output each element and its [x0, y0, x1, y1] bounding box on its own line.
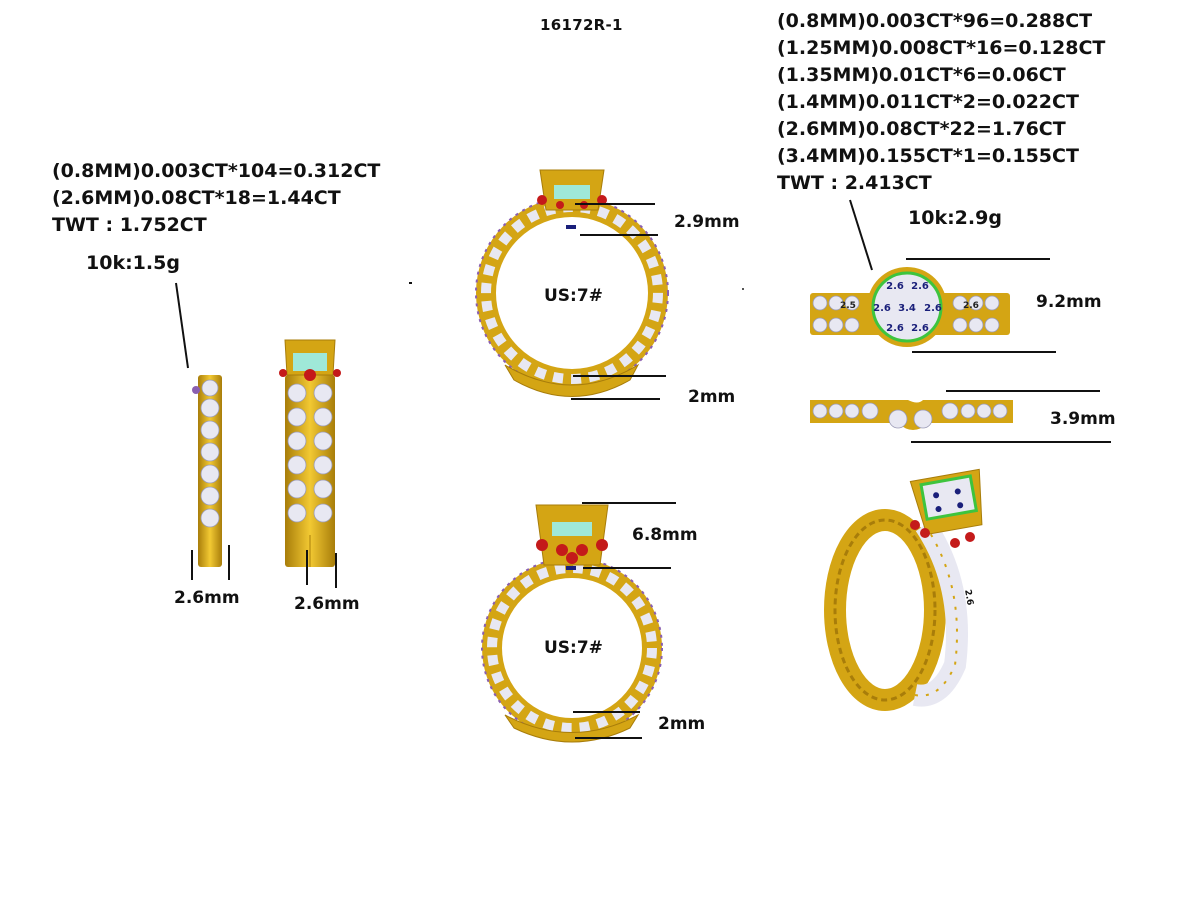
ring-front-view-top — [475, 169, 669, 397]
svg-text:2.6: 2.6 — [873, 303, 891, 314]
engagement-width-label: 9.2mm — [1036, 292, 1102, 312]
left-band-width-label: 2.6mm — [174, 588, 240, 608]
drawing-title: 16172R-1 — [540, 16, 623, 34]
right-band-side-view — [279, 339, 341, 567]
dim-line — [571, 398, 660, 400]
head-height-label-top: 2.9mm — [674, 212, 740, 232]
dim-line — [575, 737, 642, 739]
dim-line — [911, 441, 1111, 443]
stone-label: 3.4 — [898, 303, 916, 314]
right-spec-line: (1.25MM)0.008CT*16=0.128CT — [777, 37, 1106, 59]
ring-size-label-top: US:7# — [544, 286, 603, 306]
right-spec-block: (0.8MM)0.003CT*96=0.288CT (1.25MM)0.008C… — [777, 8, 1105, 197]
left-total-weight: TWT : 1.752CT — [52, 214, 207, 236]
ring-front-view-bottom — [481, 504, 663, 743]
dim-line — [912, 351, 1056, 353]
engagement-ring-top-view: 3.4 2.6 2.6 2.6 2.6 2.6 2.6 2.5 2.6 — [810, 267, 1010, 347]
dim-tick — [228, 545, 230, 580]
wedding-band-width-label: 3.9mm — [1050, 409, 1116, 429]
svg-text:2.6: 2.6 — [924, 303, 942, 314]
wedding-band-top-view — [810, 400, 1013, 430]
right-spec-line: (3.4MM)0.155CT*1=0.155CT — [777, 145, 1079, 167]
stray-mark — [742, 288, 744, 290]
right-band-width-label: 2.6mm — [294, 594, 360, 614]
right-spec-line: (0.8MM)0.003CT*96=0.288CT — [777, 10, 1093, 32]
dim-line — [583, 567, 671, 569]
dim-line — [946, 390, 1100, 392]
dim-line — [582, 502, 676, 504]
right-metal-weight: 10k:2.9g — [908, 207, 1002, 229]
right-spec-line: (2.6MM)0.08CT*22=1.76CT — [777, 118, 1066, 140]
dim-tick — [335, 553, 337, 588]
left-spec-line: (2.6MM)0.08CT*18=1.44CT — [52, 187, 341, 209]
svg-text:2.6: 2.6 — [911, 323, 929, 334]
left-band-side-view — [192, 375, 222, 567]
dim-line — [580, 234, 658, 236]
ring-size-label-bottom: US:7# — [544, 638, 603, 658]
dim-line — [906, 258, 1050, 260]
ring-set-perspective-view: 2.6 — [824, 468, 983, 711]
dim-line — [575, 203, 655, 205]
dim-line — [573, 711, 640, 713]
svg-text:2.6: 2.6 — [962, 589, 975, 606]
shank-width-label-bottom: 2mm — [658, 714, 706, 734]
right-spec-line: (1.4MM)0.011CT*2=0.022CT — [777, 91, 1079, 113]
right-total-weight: TWT : 2.413CT — [777, 172, 932, 194]
svg-text:2.6: 2.6 — [886, 323, 904, 334]
svg-text:2.6: 2.6 — [886, 281, 904, 292]
dim-tick — [306, 550, 308, 585]
dim-tick — [191, 550, 193, 580]
dim-line — [573, 375, 666, 377]
left-metal-weight: 10k:1.5g — [86, 252, 180, 274]
left-spec-line: (0.8MM)0.003CT*104=0.312CT — [52, 160, 381, 182]
left-spec-block: (0.8MM)0.003CT*104=0.312CT (2.6MM)0.08CT… — [52, 158, 380, 239]
right-spec-line: (1.35MM)0.01CT*6=0.06CT — [777, 64, 1066, 86]
shank-width-label-top: 2mm — [688, 387, 736, 407]
svg-text:2.5: 2.5 — [840, 301, 856, 311]
head-height-label-bottom: 6.8mm — [632, 525, 698, 545]
stray-mark — [409, 282, 412, 284]
svg-text:2.6: 2.6 — [963, 301, 979, 311]
svg-text:2.6: 2.6 — [911, 281, 929, 292]
